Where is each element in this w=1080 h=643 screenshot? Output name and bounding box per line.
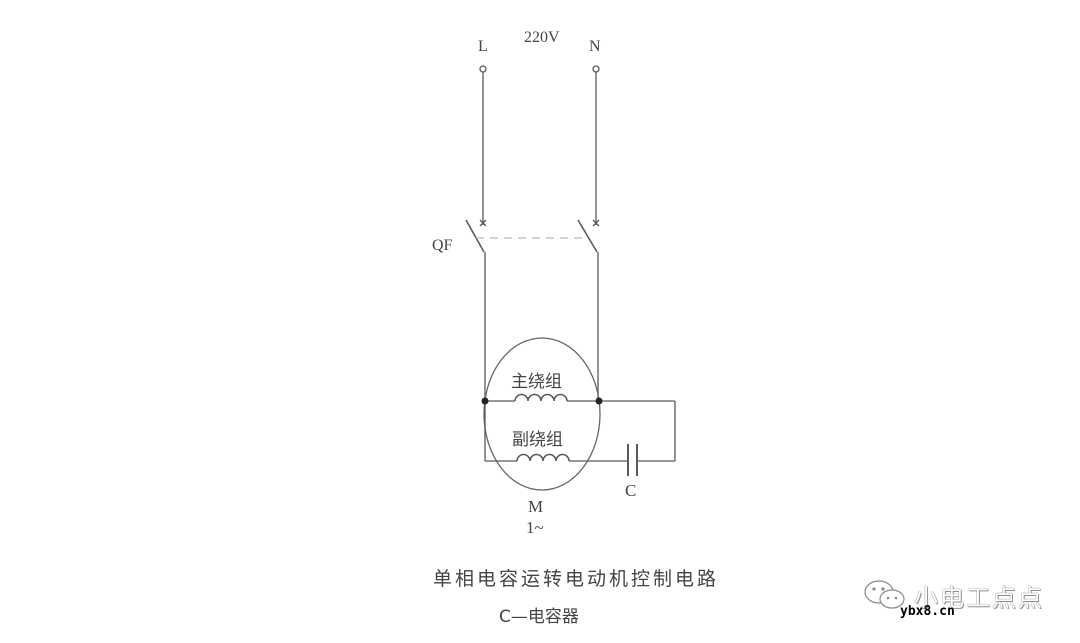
main-winding-label: 主绕组 — [511, 372, 562, 392]
motor-label: M — [528, 497, 544, 516]
breaker-label: QF — [432, 237, 453, 254]
motor-housing — [483, 337, 601, 491]
watermark: 小电工点点 ybx8.cn — [862, 574, 1062, 634]
junction-node-left — [481, 397, 489, 405]
main-winding-coil — [514, 393, 568, 402]
terminal-L-label: L — [478, 38, 488, 55]
capacitor-label: C — [625, 481, 637, 500]
supply-voltage-label: 220V — [524, 29, 560, 46]
wechat-icon — [864, 580, 905, 609]
motor-phase-label: 1~ — [526, 518, 544, 537]
junction-node-right — [595, 397, 603, 405]
watermark-url: ybx8.cn — [900, 604, 955, 619]
watermark-text: 小电工点点 — [914, 584, 1044, 612]
diagram-legend: C—电容器 — [499, 607, 579, 627]
breaker-blade-L — [465, 219, 485, 253]
terminal-N — [592, 65, 600, 73]
breaker-blade-N — [577, 219, 598, 253]
terminal-L — [479, 65, 487, 73]
aux-winding-label: 副绕组 — [512, 430, 563, 450]
terminal-N-label: N — [589, 38, 601, 55]
aux-winding-coil — [516, 453, 570, 462]
diagram-title: 单相电容运转电动机控制电路 — [433, 568, 720, 590]
